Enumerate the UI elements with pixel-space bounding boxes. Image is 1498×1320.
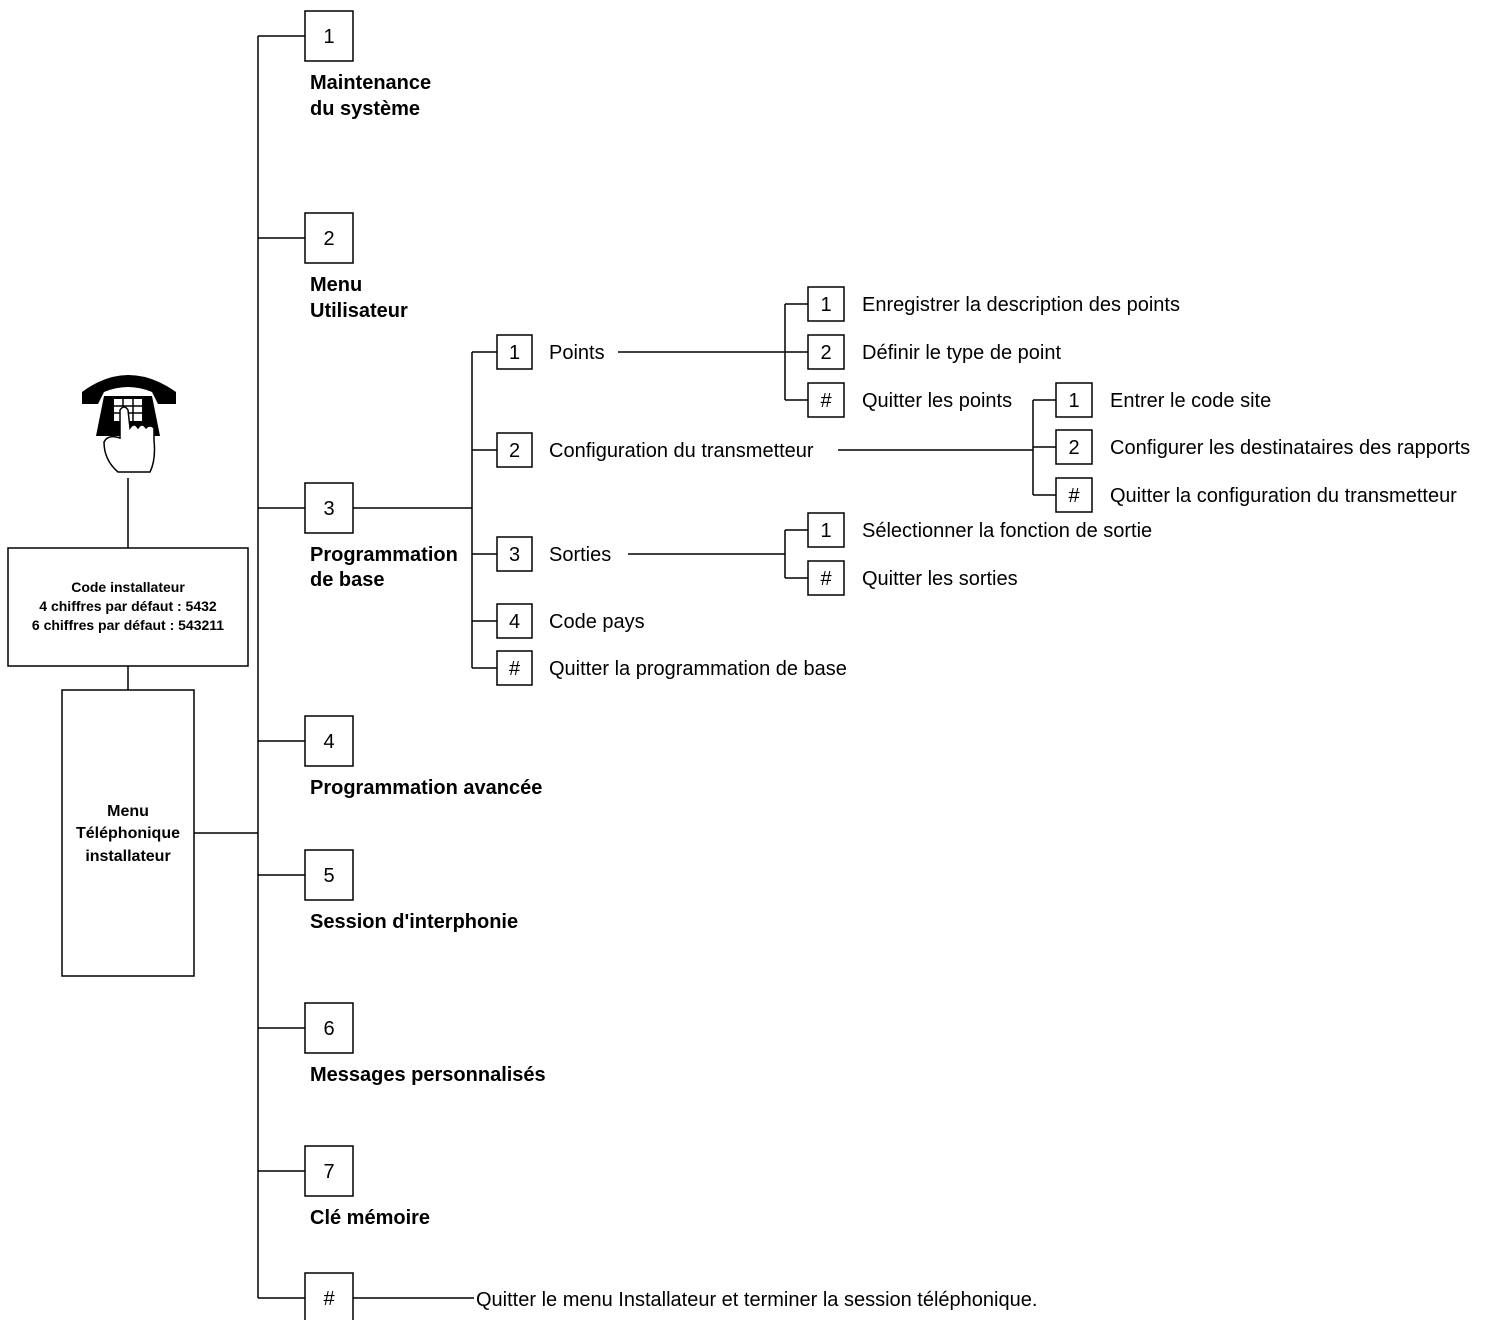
base-key-points: 1 bbox=[496, 334, 533, 370]
transmitter-key-1-label: 2 bbox=[1068, 437, 1079, 459]
custom-messages-label-1: Messages personnalisés bbox=[310, 1064, 546, 1086]
main-key-exit: # bbox=[304, 1272, 354, 1320]
maintenance-label-1: Maintenance bbox=[310, 72, 431, 94]
points-key-0: 1 bbox=[807, 286, 845, 322]
main-key-custom-messages-label: 6 bbox=[323, 1018, 334, 1040]
points-item-1: Définir le type de point bbox=[862, 342, 1061, 364]
outputs-key-0-label: 1 bbox=[820, 520, 831, 542]
base-item-transmitter: Configuration du transmetteur bbox=[549, 440, 814, 462]
installer-code-title: Code installateur bbox=[71, 579, 185, 595]
main-key-user-menu-label: 2 bbox=[323, 228, 334, 250]
points-key-0-label: 1 bbox=[820, 294, 831, 316]
menu-box-line-3: installateur bbox=[85, 848, 170, 865]
basic-programming-label-2: de base bbox=[310, 569, 384, 591]
base-item-country-code: Code pays bbox=[549, 611, 645, 633]
outputs-item-0: Sélectionner la fonction de sortie bbox=[862, 520, 1152, 542]
points-item-0: Enregistrer la description des points bbox=[862, 294, 1180, 316]
base-key-country-code: 4 bbox=[496, 603, 533, 639]
menu-box-line-2: Téléphonique bbox=[76, 825, 180, 842]
transmitter-key-1: 2 bbox=[1055, 429, 1093, 465]
menu-box-line-1: Menu bbox=[107, 803, 149, 820]
transmitter-item-2: Quitter la configuration du transmetteur bbox=[1110, 485, 1457, 507]
base-key-exit-base: # bbox=[496, 650, 533, 686]
basic-programming-label-1: Programmation bbox=[310, 544, 458, 566]
main-key-advanced-programming-label: 4 bbox=[323, 731, 334, 753]
main-key-intercom-session: 5 bbox=[304, 849, 354, 901]
installer-code-box bbox=[7, 547, 249, 667]
maintenance-label-2: du système bbox=[310, 98, 420, 120]
main-key-intercom-session-label: 5 bbox=[323, 865, 334, 887]
main-key-maintenance: 1 bbox=[304, 10, 354, 62]
base-key-points-label: 1 bbox=[509, 342, 520, 364]
transmitter-item-1: Configurer les destinataires des rapport… bbox=[1110, 437, 1470, 459]
points-key-2-label: # bbox=[820, 390, 832, 412]
main-key-custom-messages: 6 bbox=[304, 1002, 354, 1054]
user-menu-label-2: Utilisateur bbox=[310, 300, 408, 322]
points-key-1-label: 2 bbox=[820, 342, 831, 364]
main-key-basic-programming: 3 bbox=[304, 482, 354, 534]
main-key-exit-label: # bbox=[323, 1288, 335, 1310]
main-key-basic-programming-label: 3 bbox=[323, 498, 334, 520]
telephone-keypad-icon bbox=[82, 375, 176, 473]
points-key-2: # bbox=[807, 382, 845, 418]
main-key-advanced-programming: 4 bbox=[304, 715, 354, 767]
outputs-key-1-label: # bbox=[820, 568, 832, 590]
base-key-exit-base-label: # bbox=[509, 658, 521, 680]
main-key-memory-key-label: 7 bbox=[323, 1161, 334, 1183]
transmitter-key-2-label: # bbox=[1068, 485, 1080, 507]
transmitter-item-0: Entrer le code site bbox=[1110, 390, 1271, 412]
exit-installer-label: Quitter le menu Installateur et terminer… bbox=[476, 1289, 1037, 1311]
transmitter-key-2: # bbox=[1055, 477, 1093, 513]
memory-key-label-1: Clé mémoire bbox=[310, 1207, 430, 1229]
installer-phone-menu-box bbox=[61, 689, 195, 977]
installer-code-default-6: 6 chiffres par défaut : 543211 bbox=[32, 617, 224, 633]
base-key-outputs-label: 3 bbox=[509, 544, 520, 566]
transmitter-key-0: 1 bbox=[1055, 382, 1093, 418]
main-key-user-menu: 2 bbox=[304, 212, 354, 264]
intercom-session-label-1: Session d'interphonie bbox=[310, 911, 518, 933]
base-item-outputs: Sorties bbox=[549, 544, 611, 566]
main-key-maintenance-label: 1 bbox=[323, 26, 334, 48]
base-key-transmitter: 2 bbox=[496, 432, 533, 468]
points-item-2: Quitter les points bbox=[862, 390, 1012, 412]
installer-code-default-4: 4 chiffres par défaut : 5432 bbox=[39, 598, 217, 614]
user-menu-label-1: Menu bbox=[310, 274, 362, 296]
advanced-programming-label-1: Programmation avancée bbox=[310, 777, 542, 799]
points-key-1: 2 bbox=[807, 334, 845, 370]
outputs-item-1: Quitter les sorties bbox=[862, 568, 1018, 590]
outputs-key-0: 1 bbox=[807, 512, 845, 548]
transmitter-key-0-label: 1 bbox=[1068, 390, 1079, 412]
base-item-points: Points bbox=[549, 342, 605, 364]
base-key-country-code-label: 4 bbox=[509, 611, 520, 633]
base-key-transmitter-label: 2 bbox=[509, 440, 520, 462]
outputs-key-1: # bbox=[807, 560, 845, 596]
main-key-memory-key: 7 bbox=[304, 1145, 354, 1197]
base-item-exit-base: Quitter la programmation de base bbox=[549, 658, 847, 680]
base-key-outputs: 3 bbox=[496, 536, 533, 572]
